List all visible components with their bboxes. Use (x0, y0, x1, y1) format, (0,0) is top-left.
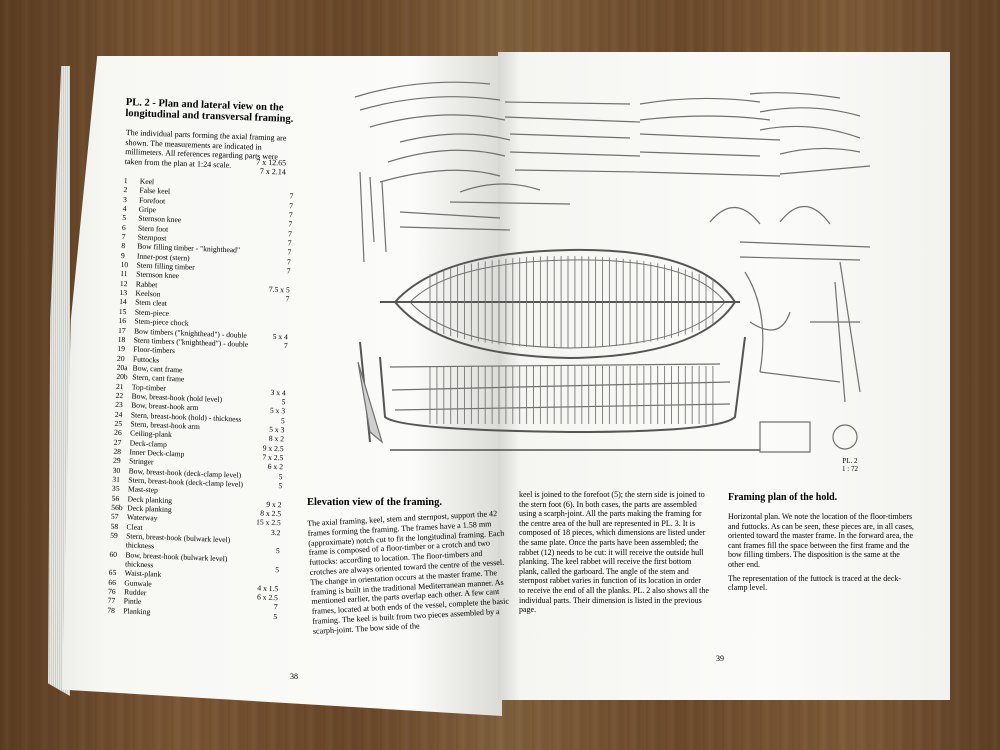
right-page (498, 52, 950, 700)
plate-label: PL. 2 1 : 72 (842, 457, 858, 473)
left-page (62, 56, 502, 716)
plate-scale-text: 1 : 72 (842, 465, 858, 473)
header-dim-2: 7 x 2.14 (259, 166, 286, 177)
framing-plan-drawing (354, 81, 871, 453)
part-dimension: 5 (273, 611, 278, 622)
framing-text: keel is joined to the forefoot (5); the … (519, 490, 709, 615)
hold-heading: Framing plan of the hold. (728, 492, 838, 503)
elevation-heading: Elevation view of the framing. (307, 497, 443, 508)
hold-text-1: Horizontal plan. We note the location of… (728, 512, 914, 569)
part-number: 78 (107, 605, 116, 615)
page-number-right: 39 (716, 654, 724, 663)
elevation-text: The axial framing, keel, stem and sternp… (307, 509, 510, 636)
plate-label-text: PL. 2 (842, 457, 858, 465)
hold-text-2: The representation of the futtock is tra… (728, 573, 902, 593)
page-number-left: 38 (290, 672, 298, 681)
hold-text: Horizontal plan. We note the location of… (728, 512, 918, 593)
frame-ribs (429, 256, 714, 424)
header-dimensions: 7 x 12.65 7 x 2.14 (253, 157, 286, 177)
